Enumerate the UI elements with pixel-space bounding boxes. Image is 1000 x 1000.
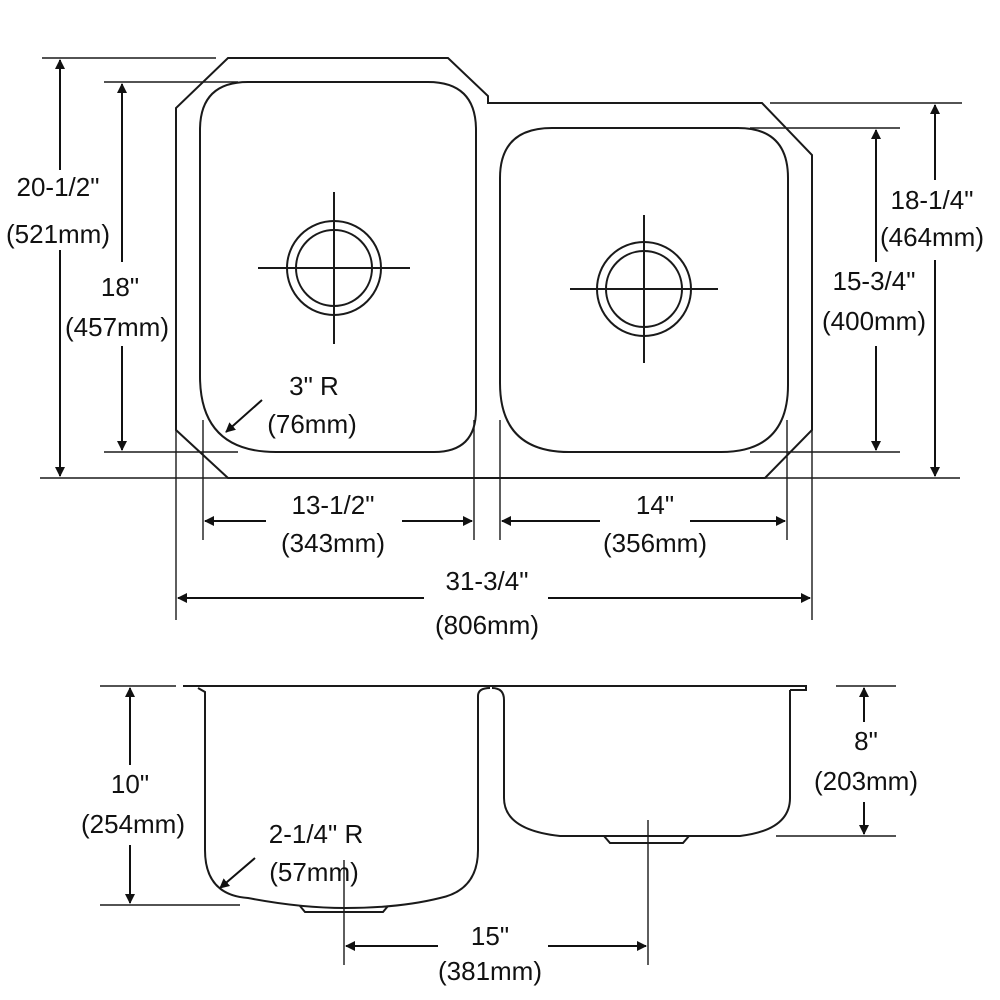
right-drain xyxy=(570,215,718,363)
overall-depth-in: 20-1/2" xyxy=(17,172,100,202)
right-bowl-width-in: 14" xyxy=(636,490,674,520)
left-bowl-outline xyxy=(199,81,477,453)
right-bowl-outline xyxy=(499,127,789,453)
left-bowl-depth-in: 18" xyxy=(101,272,139,302)
right-drain-tail xyxy=(603,835,690,844)
bottom-radius-mm: (57mm) xyxy=(269,857,359,887)
bottom-radius-in: 2-1/4" R xyxy=(269,819,364,849)
top-view: 20-1/2" (521mm) 18" (457mm) 18-1/4" (464… xyxy=(6,57,984,640)
right-bowl-profile xyxy=(491,687,791,837)
side-view: 10" (254mm) 8" (203mm) 2-1/4" R (57mm) 1… xyxy=(81,685,918,986)
right-bowl-height-mm: (203mm) xyxy=(814,766,918,796)
left-drain xyxy=(258,192,410,344)
corner-radius-in: 3" R xyxy=(289,371,339,401)
right-bowl-depth-in: 15-3/4" xyxy=(833,266,916,296)
right-bowl-height-in: 8" xyxy=(854,726,878,756)
side-extension-lines xyxy=(100,685,896,965)
right-overall-depth-in: 18-1/4" xyxy=(891,185,974,215)
right-overall-depth-mm: (464mm) xyxy=(880,222,984,252)
left-bowl-depth-mm: (457mm) xyxy=(65,312,169,342)
drain-spacing-mm: (381mm) xyxy=(438,956,542,986)
extension-lines xyxy=(40,57,962,620)
right-bowl-width-mm: (356mm) xyxy=(603,528,707,558)
left-bowl-height-mm: (254mm) xyxy=(81,809,185,839)
sink-outer-flange xyxy=(175,57,813,479)
sink-rim xyxy=(183,685,807,691)
left-bowl-width-in: 13-1/2" xyxy=(292,490,375,520)
left-bowl-profile xyxy=(197,687,491,910)
left-bowl-width-mm: (343mm) xyxy=(281,528,385,558)
drain-spacing-in: 15" xyxy=(471,921,509,951)
corner-radius-mm: (76mm) xyxy=(267,409,357,439)
overall-depth-mm: (521mm) xyxy=(6,219,110,249)
left-bowl-height-in: 10" xyxy=(111,769,149,799)
overall-width-in: 31-3/4" xyxy=(446,566,529,596)
right-bowl-depth-mm: (400mm) xyxy=(822,306,926,336)
overall-width-mm: (806mm) xyxy=(435,610,539,640)
bottom-radius-leader xyxy=(219,857,256,889)
corner-radius-leader xyxy=(225,399,263,433)
